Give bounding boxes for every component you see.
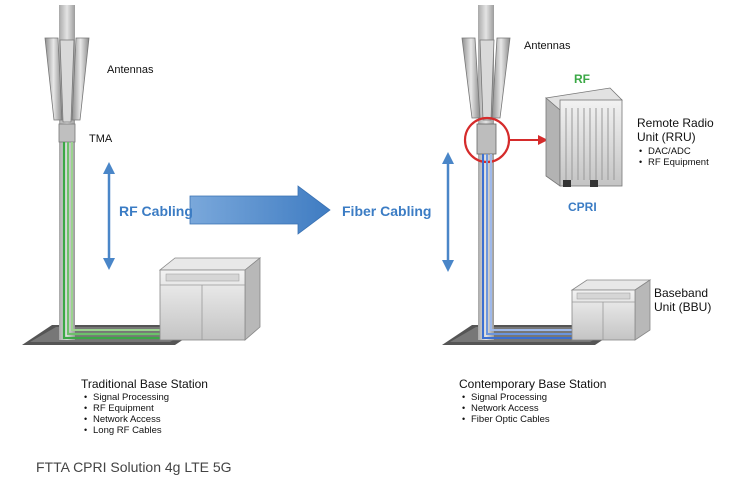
cpri-label: CPRI	[568, 200, 597, 214]
left-antenna-2	[71, 37, 90, 121]
rru-connector-head	[538, 135, 548, 145]
right-antenna-2	[491, 37, 511, 119]
traditional-station-list: Signal Processing RF Equipment Network A…	[84, 392, 169, 436]
left-tower	[22, 5, 262, 345]
tma-box	[58, 123, 76, 143]
left-antenna-1	[44, 37, 63, 121]
bbu-label-line1: Baseband	[654, 286, 709, 300]
fiber-cabling-label: Fiber Cabling	[342, 203, 432, 219]
list-item: Network Access	[84, 414, 169, 425]
list-item: Signal Processing	[84, 392, 169, 403]
fiber-cable-blue	[482, 154, 575, 339]
rru-unit	[545, 87, 623, 187]
left-antenna-3	[59, 39, 75, 123]
list-item: DAC/ADC	[639, 146, 709, 157]
contemporary-station-title: Contemporary Base Station	[459, 377, 607, 391]
list-item: Long RF Cables	[84, 425, 169, 436]
rf-cable-green-3	[71, 142, 165, 331]
right-antenna-1	[461, 37, 481, 119]
right-height-arrow	[442, 152, 454, 272]
bbu-label-line2: Unit (BBU)	[654, 300, 712, 314]
right-antenna-3	[479, 39, 495, 121]
rf-cable-green-2	[66, 142, 165, 336]
right-antennas-label: Antennas	[524, 40, 571, 52]
left-antennas-label: Antennas	[107, 64, 154, 76]
traditional-cabinet	[158, 257, 262, 341]
tma-label: TMA	[89, 133, 113, 145]
rru-title-line2: Unit (RRU)	[637, 130, 696, 144]
rf-cable-green	[62, 142, 165, 340]
list-item: Network Access	[462, 403, 550, 414]
list-item: Fiber Optic Cables	[462, 414, 550, 425]
fiber-cable-blue-2	[486, 154, 575, 335]
transition-arrow	[189, 185, 331, 235]
right-tower	[442, 5, 652, 345]
contemporary-station-list: Signal Processing Network Access Fiber O…	[462, 392, 550, 425]
list-item: Signal Processing	[462, 392, 550, 403]
traditional-station-title: Traditional Base Station	[81, 377, 208, 391]
rf-cabling-label: RF Cabling	[119, 203, 193, 219]
list-item: RF Equipment	[639, 157, 709, 168]
rru-feature-list: DAC/ADC RF Equipment	[639, 146, 709, 168]
fiber-cable-blue-3	[490, 154, 575, 331]
bbu-cabinet	[570, 279, 652, 341]
rru-title-line1: Remote Radio	[637, 116, 714, 130]
list-item: RF Equipment	[84, 403, 169, 414]
left-height-arrow	[103, 162, 115, 270]
pole-rru-box	[476, 123, 497, 155]
figure-caption: FTTA CPRI Solution 4g LTE 5G	[36, 459, 232, 475]
rf-label: RF	[574, 72, 590, 86]
